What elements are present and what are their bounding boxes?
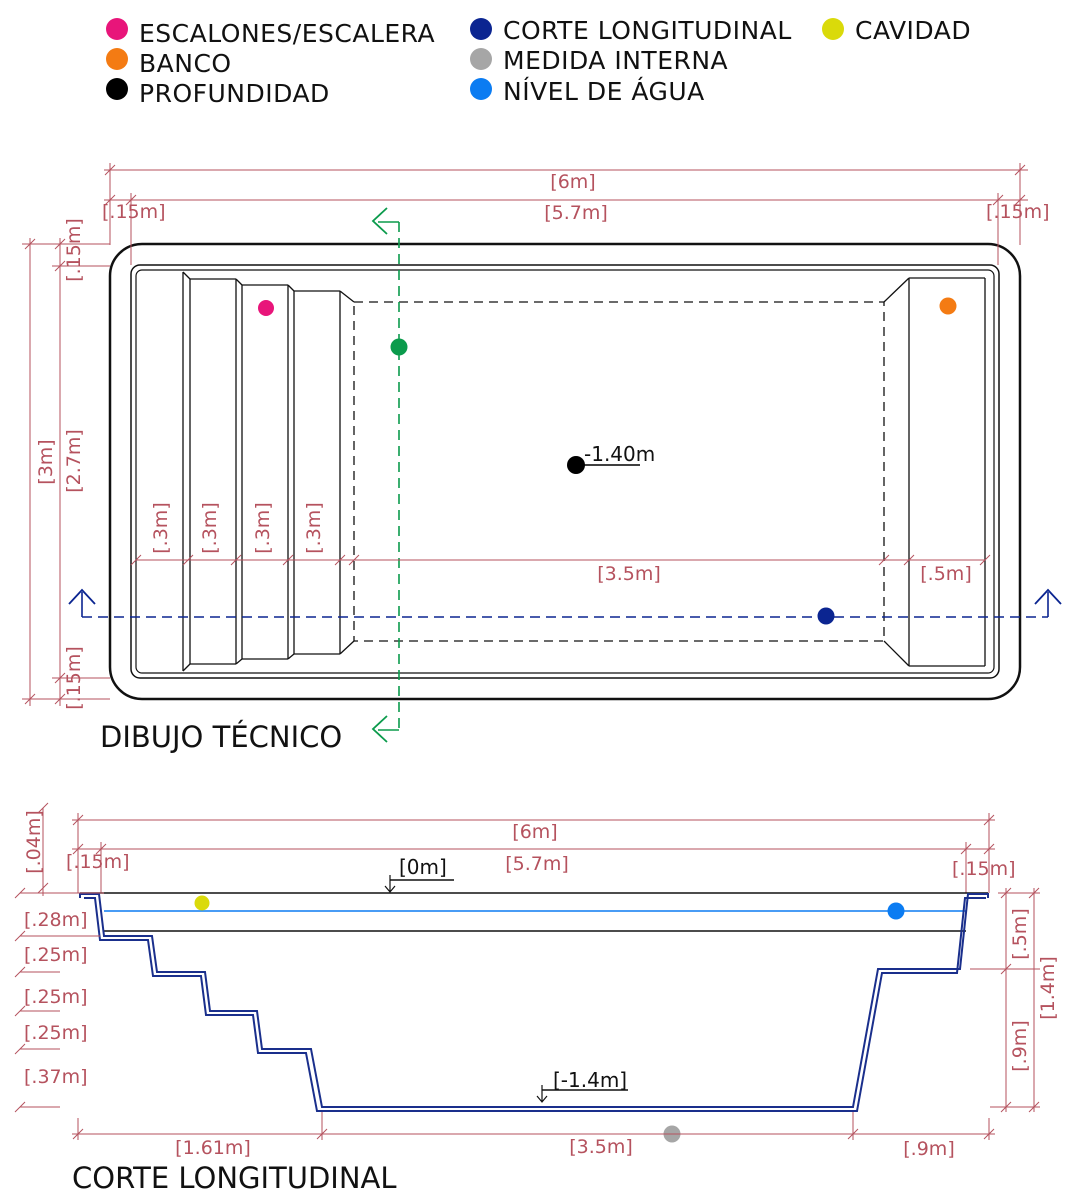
dim-total-length: [6m] (550, 171, 595, 193)
section-dim-total-depth: [1.4m] (1037, 956, 1059, 1020)
section-dim-step-height: [.25m] (24, 986, 88, 1008)
legend-item-longitudinal-cut: CORTE LONGITUDINAL (470, 16, 792, 45)
legend-swatch-longitudinal-cut (470, 18, 492, 40)
legend: ESCALONES/ESCALERA BANCO PROFUNDIDAD COR… (106, 16, 971, 108)
pool-rim-inner (135, 269, 995, 674)
legend-label: CORTE LONGITUDINAL (503, 16, 792, 45)
cross-cut-marker (390, 338, 408, 356)
legend-label: CAVIDAD (855, 16, 971, 45)
legend-label: PROFUNDIDAD (139, 79, 330, 108)
legend-item-steps: ESCALONES/ESCALERA (106, 18, 435, 48)
longitudinal-section-line (68, 588, 1062, 618)
dim-bench-width: [.5m] (920, 563, 971, 585)
legend-swatch-internal-measure (470, 48, 492, 70)
section-dim-edge-left: [.15m] (66, 851, 130, 873)
section-dim-bench-run: [.9m] (903, 1138, 954, 1160)
dim-edge-top: [.15m] (63, 218, 85, 282)
section-dim-total-length: [6m] (512, 821, 557, 843)
dim-edge-right: [.15m] (986, 201, 1050, 223)
plan-view: -1.40m [6m] [.15m] [5.7m] [.15m] (22, 163, 1062, 754)
dim-floor-length: [3.5m] (597, 563, 661, 585)
legend-swatch-water-level (470, 78, 492, 100)
section-dim-inner-length: [5.7m] (505, 853, 569, 875)
section-view: [6m] [.15m] [5.7m] [.15m] [.04m] [0m] [-… (14, 802, 1059, 1195)
section-dim-step-height: [.25m] (24, 944, 88, 966)
dim-step-4: [.3m] (303, 502, 325, 553)
section-bottom-level: [-1.4m] (553, 1068, 627, 1092)
legend-swatch-bench (106, 48, 128, 70)
section-dim-lower-depth: [.9m] (1009, 1020, 1031, 1071)
longitudinal-cut-marker (817, 607, 835, 625)
dim-step-1: [.3m] (150, 502, 172, 553)
legend-item-cavity: CAVIDAD (822, 16, 971, 45)
bench-marker (939, 297, 957, 315)
dim-inner-length: [5.7m] (544, 202, 608, 224)
section-dim-floor-length: [3.5m] (569, 1136, 633, 1158)
section-dim-rim: [.04m] (23, 810, 45, 874)
dim-step-2: [.3m] (199, 502, 221, 553)
steps-marker (258, 300, 274, 316)
legend-item-bench: BANCO (106, 48, 232, 78)
dim-edge-left: [.15m] (102, 201, 166, 223)
legend-label: BANCO (139, 49, 232, 78)
legend-swatch-steps (106, 18, 128, 40)
dim-inner-width: [2.7m] (63, 429, 85, 493)
dim-step-3: [.3m] (252, 502, 274, 553)
legend-item-internal-measure: MEDIDA INTERNA (470, 46, 728, 75)
dim-edge-bottom: [.15m] (63, 646, 85, 710)
plan-dimensions: [6m] [.15m] [5.7m] [.15m] [3m] (22, 163, 1050, 710)
floor-outline (353, 301, 885, 642)
section-dim-step-height: [.28m] (24, 909, 88, 931)
legend-label: MEDIDA INTERNA (503, 46, 728, 75)
bench-plan (883, 277, 986, 667)
pool-profile-outer (79, 893, 989, 1108)
depth-label: -1.40m (584, 442, 655, 466)
legend-label: ESCALONES/ESCALERA (139, 19, 435, 48)
cross-section-line (371, 207, 400, 743)
steps-plan (182, 271, 355, 672)
legend-item-depth: PROFUNDIDAD (106, 78, 330, 108)
section-dim-steps-run: [1.61m] (175, 1137, 251, 1159)
legend-swatch-cavity (822, 18, 844, 40)
legend-item-water-level: NÍVEL DE ÁGUA (470, 77, 705, 106)
legend-swatch-depth (106, 78, 128, 100)
pool-rim-outer (130, 264, 1000, 679)
pool-outer-shell (108, 242, 1022, 701)
legend-label: NÍVEL DE ÁGUA (503, 77, 705, 106)
section-dim-edge-right: [.15m] (952, 858, 1016, 880)
section-title: CORTE LONGITUDINAL (72, 1161, 397, 1195)
water-level-marker (887, 902, 905, 920)
pool-profile-inner (84, 897, 986, 1112)
section-dim-step-height: [.37m] (24, 1066, 88, 1088)
dim-total-width: [3m] (35, 439, 57, 484)
section-dim-bench-depth: [.5m] (1009, 908, 1031, 959)
plan-title: DIBUJO TÉCNICO (100, 720, 342, 754)
section-top-level: [0m] (399, 855, 447, 879)
section-dim-step-height: [.25m] (24, 1022, 88, 1044)
cavity-marker (194, 895, 210, 911)
